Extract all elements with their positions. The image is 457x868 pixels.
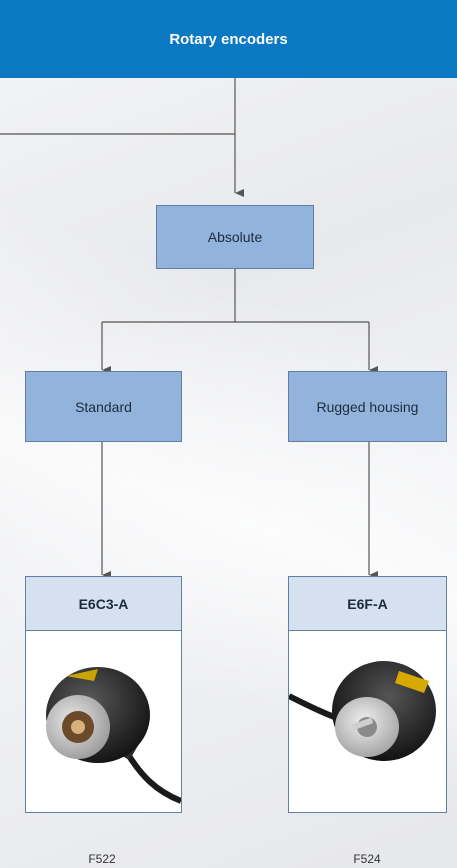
header-bar: Rotary encoders (0, 0, 457, 78)
node-absolute: Absolute (156, 205, 314, 269)
node-standard: Standard (25, 371, 182, 442)
product-name: E6F-A (289, 577, 446, 631)
node-rugged-housing: Rugged housing (288, 371, 447, 442)
product-card-e6c3-a: E6C3-A (25, 576, 182, 813)
page-reference: F522 (88, 852, 116, 866)
node-absolute-label: Absolute (207, 229, 263, 245)
header-title: Rotary encoders (169, 30, 288, 48)
page-reference: F524 (353, 852, 381, 866)
product-card-e6f-a: E6F-A (288, 576, 447, 813)
node-standard-label: Standard (75, 398, 132, 415)
encoder-with-cable-photo (26, 631, 181, 815)
product-name: E6C3-A (26, 577, 181, 631)
encoder-with-shaft-photo (289, 631, 446, 815)
node-rugged-housing-label: Rugged housing (316, 398, 419, 415)
